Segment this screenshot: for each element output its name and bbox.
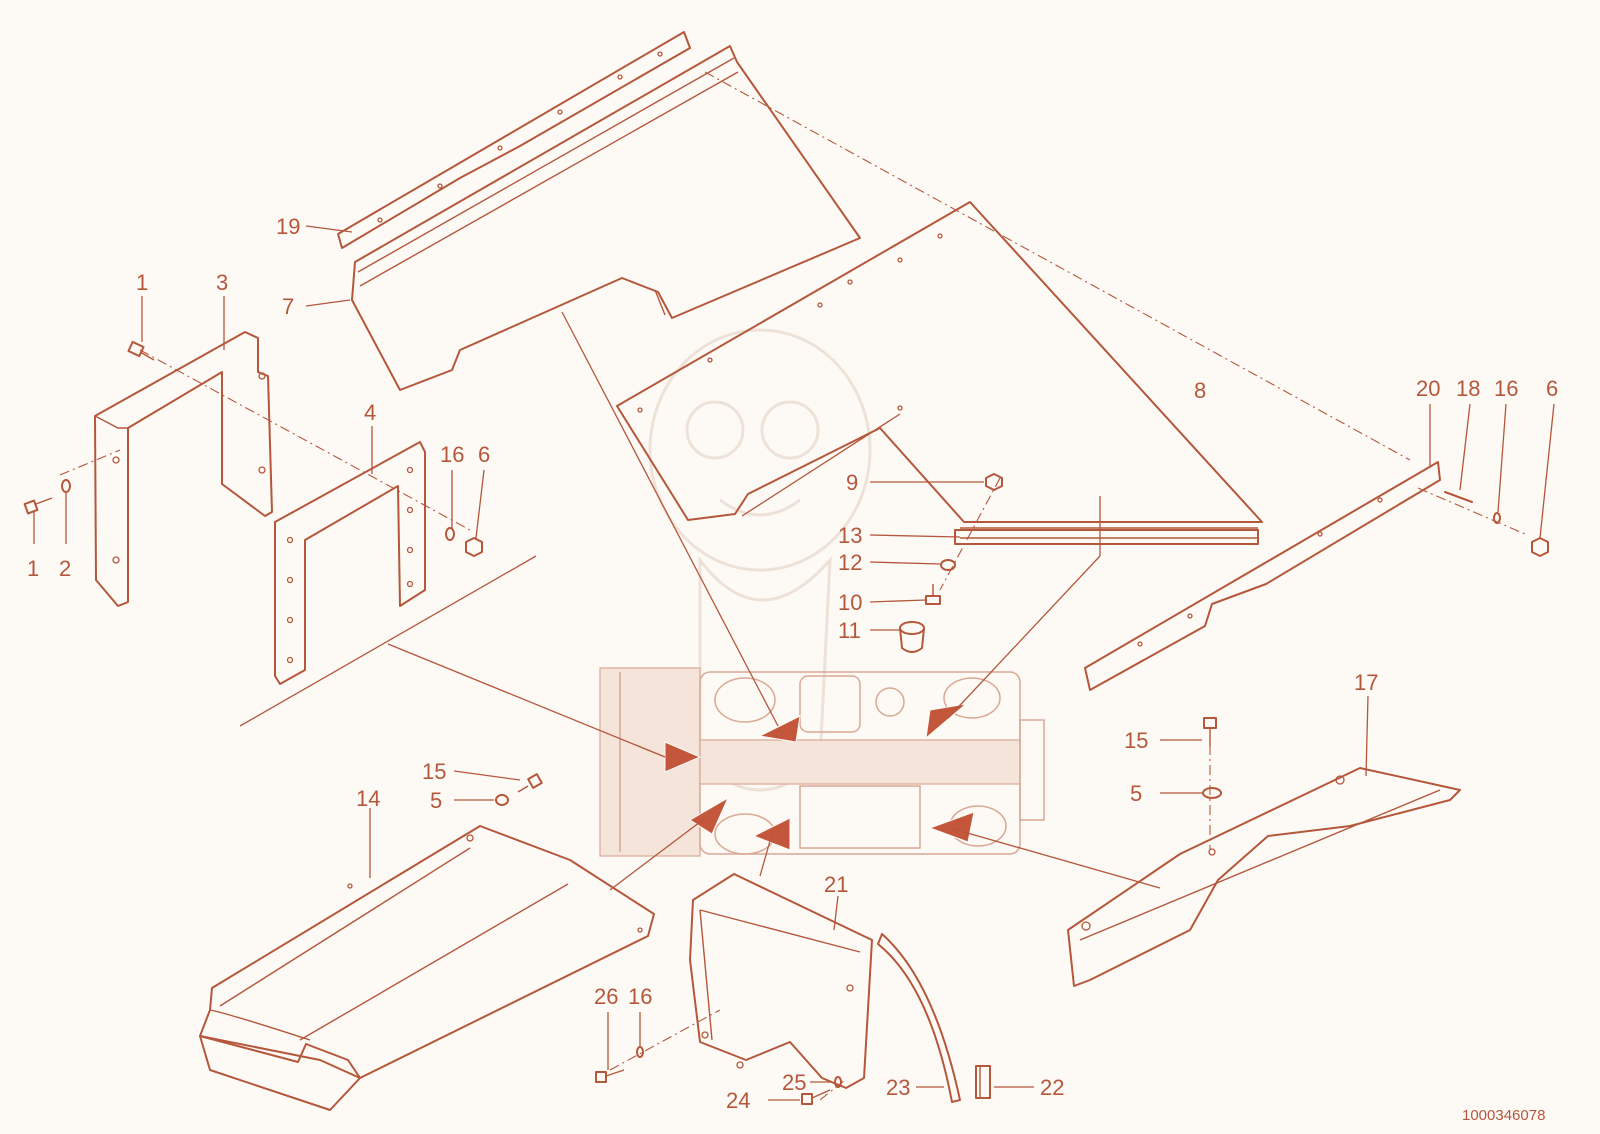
- reference-number: 1000346078: [1462, 1107, 1545, 1124]
- washer-16-left: [445, 527, 455, 541]
- clip-22: [975, 1065, 991, 1099]
- label-17: 17: [1354, 670, 1378, 695]
- washer-2: [61, 479, 71, 493]
- bolt-1-upper: [127, 340, 155, 361]
- label-24: 24: [726, 1088, 750, 1113]
- nut-9: [985, 473, 1003, 491]
- arrow-lower-left: [689, 796, 730, 835]
- label-13: 13: [838, 523, 862, 548]
- label-7: 7: [282, 294, 294, 319]
- label-15-right: 15: [1124, 728, 1148, 753]
- label-20: 20: [1416, 376, 1440, 401]
- label-21: 21: [824, 872, 848, 897]
- label-16-left: 16: [440, 442, 464, 467]
- alignment-lines: [59, 71, 1526, 1101]
- bolt-26: [595, 1069, 625, 1083]
- part-13-strip: [954, 529, 1259, 545]
- label-5-right: 5: [1130, 781, 1142, 806]
- label-15-left: 15: [422, 759, 446, 784]
- part-19-bar: [337, 31, 691, 249]
- washer-25: [834, 1076, 842, 1088]
- washer-16-right: [1493, 512, 1501, 524]
- chassis-top-view: [599, 667, 1045, 857]
- label-6-left: 6: [478, 442, 490, 467]
- label-9: 9: [846, 470, 858, 495]
- label-18: 18: [1456, 376, 1480, 401]
- label-14: 14: [356, 786, 380, 811]
- label-4: 4: [364, 400, 376, 425]
- label-1-upper: 1: [136, 270, 148, 295]
- nut-6-left: [465, 537, 483, 557]
- arrow-upper-left: [758, 715, 801, 743]
- bolt-15-right: [1203, 717, 1217, 746]
- washer-12: [940, 559, 956, 571]
- label-22: 22: [1040, 1075, 1064, 1100]
- stud-18: [1444, 491, 1473, 503]
- pointer-lines: [239, 311, 1161, 891]
- part-3-bracket: [94, 331, 273, 607]
- arrow-upper-right: [925, 703, 968, 740]
- label-5-left: 5: [430, 788, 442, 813]
- bolt-1-lower: [23, 497, 53, 515]
- part-21-fender: [689, 873, 873, 1089]
- label-25: 25: [782, 1070, 806, 1095]
- bolt-15-left: [517, 773, 543, 793]
- bolt-10: [925, 584, 941, 605]
- label-2: 2: [59, 556, 71, 581]
- label-1-lower: 1: [27, 556, 39, 581]
- cap-11: [899, 621, 925, 653]
- washer-16-bottom: [636, 1046, 644, 1058]
- label-leaders: [33, 225, 1555, 1101]
- label-8: 8: [1194, 378, 1206, 403]
- washer-5-left: [495, 794, 509, 806]
- part-14-cover: [199, 825, 655, 1111]
- label-26: 26: [594, 984, 618, 1009]
- part-23-rail: [877, 933, 961, 1103]
- label-19: 19: [276, 214, 300, 239]
- part-4-frame: [274, 441, 426, 685]
- label-12: 12: [838, 550, 862, 575]
- part-8-panel: [616, 201, 1263, 539]
- part-7-panel: [351, 45, 861, 391]
- nut-6-right: [1531, 537, 1549, 557]
- arrow-lower-right: [928, 811, 975, 843]
- label-10: 10: [838, 590, 862, 615]
- label-11: 11: [838, 618, 861, 643]
- label-23: 23: [886, 1075, 910, 1100]
- label-16-right: 16: [1494, 376, 1518, 401]
- part-20-bar: [1084, 461, 1441, 691]
- label-6-right: 6: [1546, 376, 1558, 401]
- callout-labels: 19 1 3 7 1 2 4 16 6 8 9 13 12 10 11 20 1…: [27, 214, 1558, 1113]
- label-16-bottom: 16: [628, 984, 652, 1009]
- washer-5-right: [1202, 787, 1222, 799]
- fasteners: [23, 340, 1549, 1105]
- label-3: 3: [216, 270, 228, 295]
- part-17-panel: [1067, 767, 1461, 987]
- bolt-24: [801, 1089, 831, 1105]
